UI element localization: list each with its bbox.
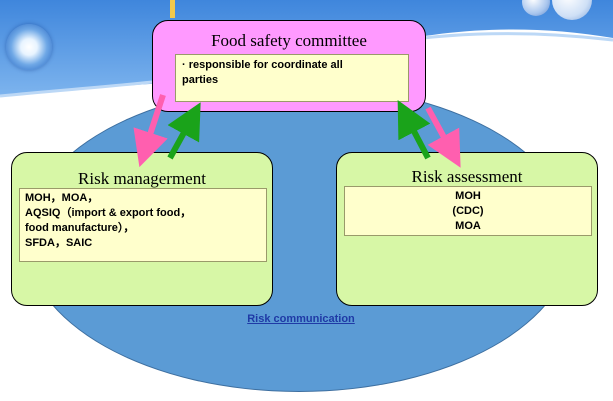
committee-line: · responsible for coordinate all — [182, 59, 343, 71]
risk-management-title: Risk managerment — [78, 169, 206, 188]
risk-assessment-agencies: MOH (CDC) MOA — [344, 186, 592, 236]
agency-line: SFDA，SAIC — [25, 237, 93, 249]
agency-line: food manufacture）， — [25, 222, 135, 234]
committee-title: Food safety committee — [211, 31, 367, 50]
committee-description: · responsible for coordinate all parties — [175, 54, 409, 102]
risk-assessment-box: Risk assessment MOH (CDC) MOA — [336, 152, 598, 306]
risk-management-agencies: MOH，MOA， AQSIQ（import & export food， foo… — [19, 188, 267, 262]
arrow-committee-to-management — [133, 94, 168, 168]
arrow-assessment-to-committee — [397, 100, 431, 160]
agency-line: (CDC) — [452, 205, 484, 217]
agency-line: MOH，MOA， — [25, 192, 99, 204]
agency-line: AQSIQ（import & export food， — [25, 207, 192, 219]
risk-assessment-title: Risk assessment — [411, 167, 523, 186]
decorative-orb-icon — [552, 0, 592, 20]
food-safety-committee-box: Food safety committee · responsible for … — [152, 20, 426, 112]
decorative-orb-icon — [522, 0, 550, 16]
risk-communication-label: Risk communication — [247, 313, 355, 325]
agency-line: MOH — [455, 190, 481, 202]
agency-line: MOA — [455, 220, 481, 232]
arrow-management-to-committee — [167, 102, 201, 160]
committee-line: parties — [182, 74, 219, 86]
glossy-bullet-icon — [6, 24, 52, 70]
arrow-committee-to-assessment — [425, 106, 461, 168]
risk-management-box: Risk managerment MOH，MOA， AQSIQ（import &… — [11, 152, 273, 306]
